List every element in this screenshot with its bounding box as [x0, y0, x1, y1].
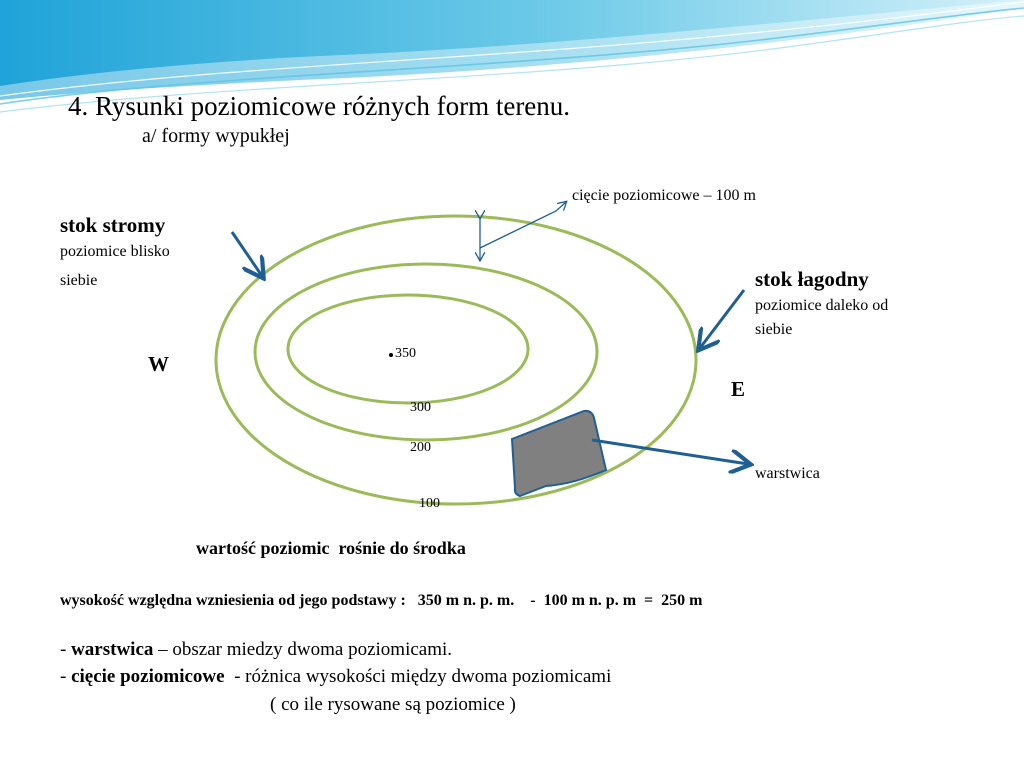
layer-band-label: warstwica — [755, 465, 820, 482]
gentle-slope-line-2: siebie — [755, 321, 793, 338]
west-label: W — [148, 352, 169, 376]
definition-contour-interval: - cięcie poziomicowe - różnica wysokości… — [60, 667, 611, 686]
contour-interval-label: cięcie poziomicowe – 100 m — [572, 187, 756, 204]
slide-title: 4. Rysunki poziomicowe różnych form tere… — [68, 91, 571, 121]
steep-slope-arrow — [230, 231, 262, 276]
definition-text: – obszar miedzy dwoma poziomicami. — [153, 639, 453, 660]
contour-interval-pointer — [479, 202, 566, 249]
layer-band-shape — [510, 409, 608, 498]
definition-text: - różnica wysokości między dwoma poziomi… — [224, 666, 612, 687]
relative-height-formula: wysokość względna wzniesienia od jego po… — [60, 593, 702, 609]
gentle-slope-line-1: poziomice daleko od — [755, 297, 889, 314]
relative-height-expression: 350 m n. p. m. - 100 m n. p. m = 250 m — [417, 592, 703, 609]
band-arrow — [591, 438, 748, 464]
contour-label-300: 300 — [410, 400, 431, 415]
contour-line-300 — [286, 293, 530, 405]
definition-term: warstwica — [71, 639, 154, 660]
gentle-slope-arrow — [700, 289, 746, 348]
steep-slope-heading: stok stromy — [60, 213, 166, 237]
contour-label-100: 100 — [419, 496, 440, 511]
definition-term: cięcie poziomicowe — [71, 666, 225, 687]
definition-prefix: - — [60, 666, 72, 687]
wave-line-1 — [0, 7, 1024, 105]
contour-line-100 — [214, 214, 698, 506]
center-statement: wartość poziomic rośnie do środka — [196, 538, 466, 558]
definition-layer-band: - warstwica – obszar miedzy dwoma poziom… — [60, 640, 452, 659]
contour-line-200 — [253, 262, 599, 442]
contour-label-200: 200 — [410, 440, 431, 455]
east-label: E — [731, 377, 746, 401]
gentle-slope-heading: stok łagodny — [755, 267, 869, 291]
steep-slope-line-2: siebie — [60, 272, 98, 289]
definition-footnote: ( co ile rysowane są poziomice ) — [270, 694, 516, 715]
slide-subtitle: a/ formy wypukłej — [142, 125, 290, 147]
definition-prefix: - — [60, 639, 72, 660]
peak-point — [389, 353, 393, 357]
wave-band-front — [0, 0, 1024, 86]
steep-slope-line-1: poziomice blisko — [60, 243, 170, 260]
peak-height-label: 350 — [395, 346, 416, 361]
wave-line-2 — [0, 15, 1024, 113]
relative-height-label: wysokość względna wzniesienia od jego po… — [60, 592, 406, 609]
wave-line-3 — [0, 1, 1024, 97]
